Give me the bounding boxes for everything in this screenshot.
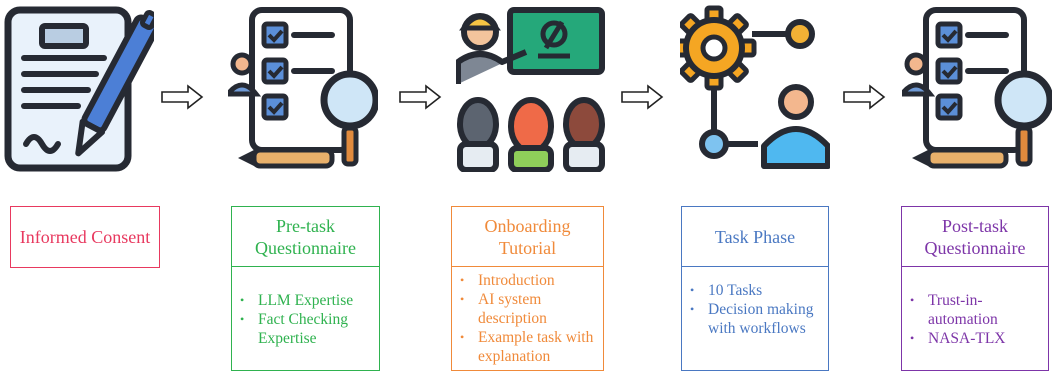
step-task-phase-bullets: 10 Tasks Decision making with workflows xyxy=(681,267,829,371)
step-onboarding-bullets: Introduction AI system description Examp… xyxy=(451,267,604,371)
step-informed-consent-title: Informed Consent xyxy=(10,206,160,268)
step-post-task-title: Post-task Questionnaire xyxy=(901,206,1049,267)
bullet-item: NASA-TLX xyxy=(902,329,1048,348)
arrow-right-icon xyxy=(843,84,886,110)
bullet-item: Decision making with workflows xyxy=(682,300,828,338)
gear-person-workflow-icon xyxy=(680,5,830,169)
bullet-item: Example task with explanation xyxy=(452,328,603,366)
bullet-item: Introduction xyxy=(452,271,603,290)
checklist-magnifier-icon xyxy=(228,7,378,169)
arrow-right-icon xyxy=(161,84,204,110)
bullet-item: AI system description xyxy=(452,290,603,328)
bullet-item: Trust-in-automation xyxy=(902,291,1048,329)
step-onboarding-title: Onboarding Tutorial xyxy=(451,206,604,267)
step-task-phase-title: Task Phase xyxy=(681,206,829,267)
bullet-item: Fact Checking Expertise xyxy=(232,310,379,348)
bullet-item: 10 Tasks xyxy=(682,281,828,300)
step-post-task-bullets: Trust-in-automation NASA-TLX xyxy=(901,267,1049,371)
checklist-magnifier-icon xyxy=(902,7,1052,169)
presentation-class-icon xyxy=(456,7,605,172)
arrow-right-icon xyxy=(399,84,442,110)
step-pre-task-bullets: LLM Expertise Fact Checking Expertise xyxy=(231,267,380,371)
signed-contract-icon xyxy=(4,6,154,172)
step-pre-task-title: Pre-task Questionnaire xyxy=(231,206,380,267)
arrow-right-icon xyxy=(621,84,664,110)
bullet-item: LLM Expertise xyxy=(232,291,379,310)
